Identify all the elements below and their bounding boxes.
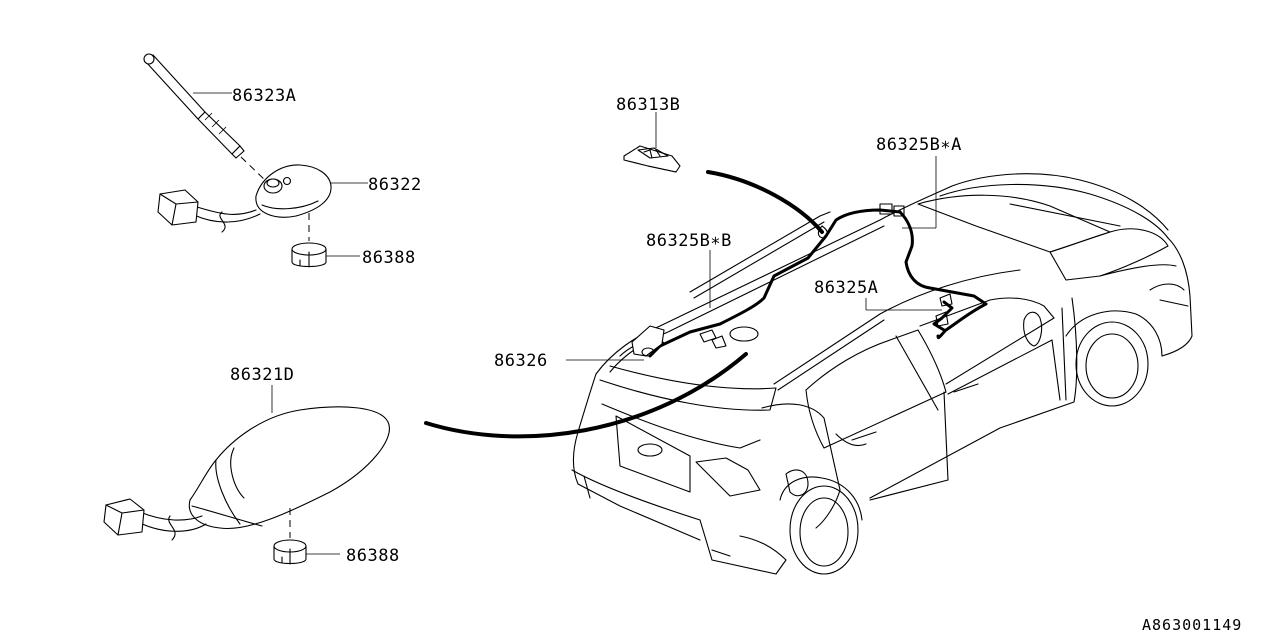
label-86326: 86326 bbox=[494, 351, 548, 371]
shark-fin-antenna bbox=[188, 406, 390, 530]
label-86388-bottom: 86388 bbox=[346, 546, 400, 566]
label-86325b-a: 86325B∗A bbox=[876, 135, 962, 155]
label-86388-top: 86388 bbox=[362, 248, 416, 268]
antenna-base bbox=[255, 164, 332, 218]
base-nut-top bbox=[291, 242, 327, 268]
diagram-code: A863001149 bbox=[1142, 616, 1242, 634]
label-86321d: 86321D bbox=[230, 365, 294, 385]
label-86313b: 86313B bbox=[616, 95, 680, 115]
label-86322: 86322 bbox=[368, 175, 422, 195]
roof-clip bbox=[623, 112, 681, 173]
label-86323a: 86323A bbox=[232, 86, 296, 106]
vehicle-body bbox=[571, 173, 1193, 575]
pointer-curve-shark-fin bbox=[424, 352, 748, 439]
pointer-curve-roof bbox=[706, 170, 824, 234]
antenna-rod bbox=[143, 53, 245, 159]
antenna-cable-routing bbox=[631, 203, 988, 358]
base-cable-connector bbox=[157, 189, 261, 233]
rod-antenna-assembly bbox=[143, 53, 368, 268]
grommet bbox=[631, 325, 665, 357]
cable-86325b-b bbox=[648, 208, 902, 358]
leader-lines bbox=[566, 156, 942, 361]
label-86325a: 86325A bbox=[814, 278, 878, 298]
base-nut-bottom bbox=[273, 539, 307, 565]
shark-fin-assembly bbox=[103, 385, 390, 565]
label-86325b-b: 86325B∗B bbox=[646, 231, 732, 251]
shark-fin-cable-connector bbox=[103, 498, 207, 541]
cable-86325a bbox=[932, 300, 954, 332]
cable-86325b-a bbox=[898, 210, 988, 340]
